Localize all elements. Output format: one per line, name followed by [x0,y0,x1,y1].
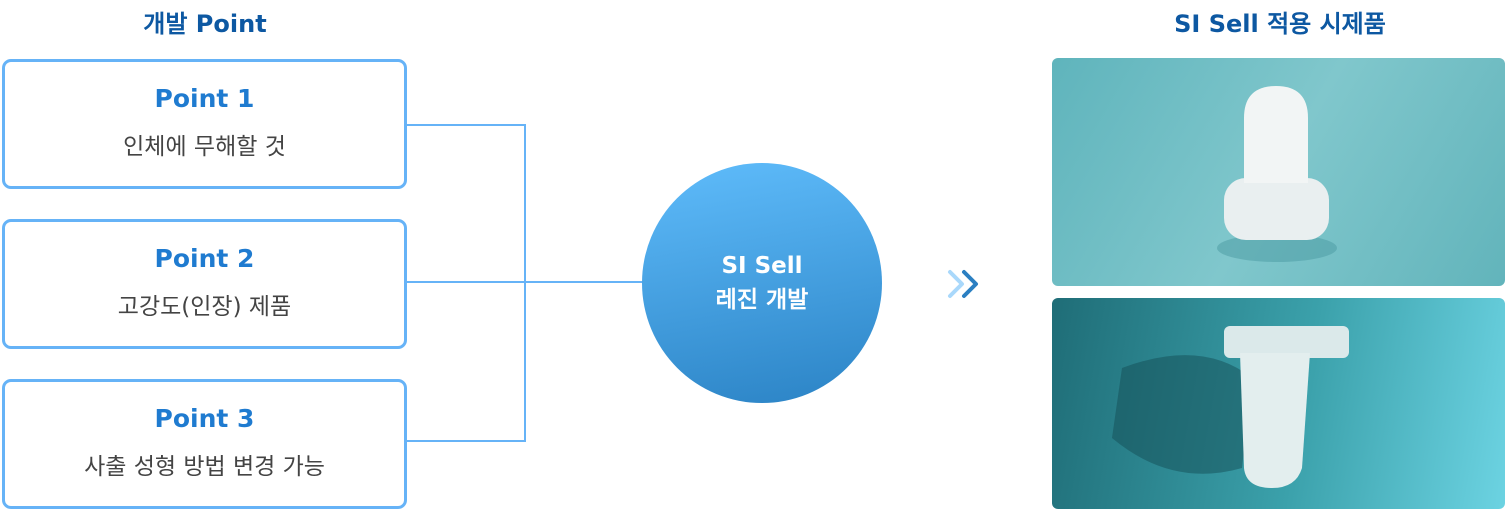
center-line2: 레진 개발 [715,287,809,313]
point-title: Point 1 [154,84,255,113]
double-chevron-right-icon [948,270,978,298]
point-box-2: Point 2 고강도(인장) 제품 [2,219,407,349]
product-photo-1 [1052,58,1505,286]
right-heading: SI Sell 적용 시제품 [1174,10,1386,38]
point-desc: 인체에 무해할 것 [123,134,286,160]
product-image [1217,86,1337,262]
center-circle: SI Sell 레진 개발 [642,163,882,403]
point-box-1: Point 1 인체에 무해할 것 [2,59,407,189]
point-desc: 사출 성형 방법 변경 가능 [84,454,325,480]
product-image [1112,326,1349,488]
product-photo-2 [1052,298,1505,509]
point-title: Point 3 [154,404,255,433]
connector-line [524,124,526,442]
point-title: Point 2 [154,244,255,273]
connector-line [407,440,526,442]
center-line1: SI Sell [721,253,803,279]
connector-line [407,124,526,126]
point-desc: 고강도(인장) 제품 [117,294,292,320]
left-heading: 개발 Point [143,10,267,38]
point-box-3: Point 3 사출 성형 방법 변경 가능 [2,379,407,509]
